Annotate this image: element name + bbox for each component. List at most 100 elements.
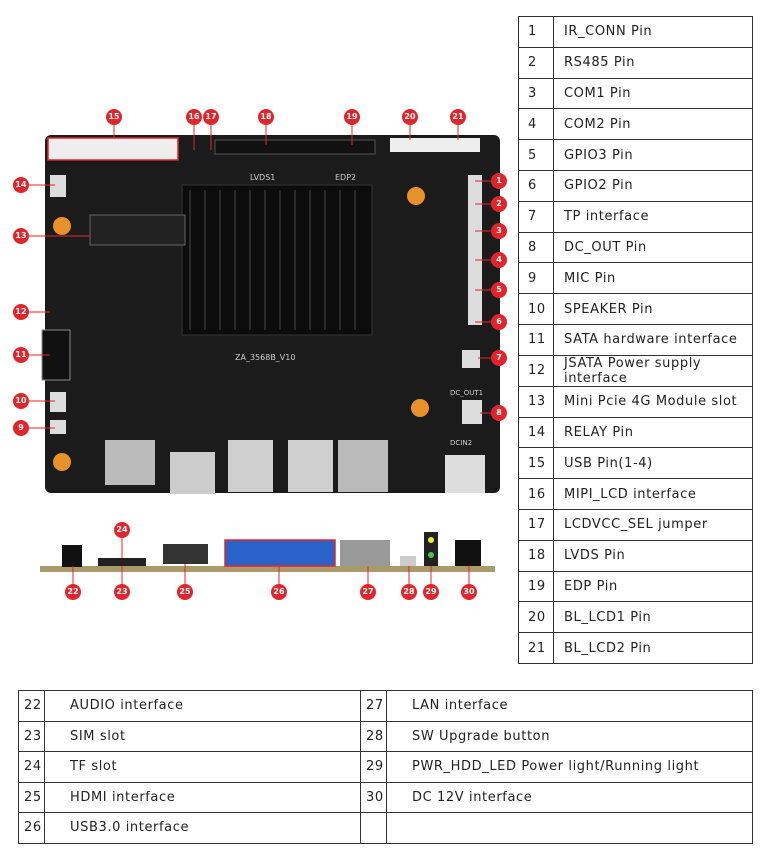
minipcie-slot <box>89 214 186 246</box>
legend-label: SIM slot <box>44 720 361 752</box>
legend-number: 24 <box>18 751 45 783</box>
legend-number: 26 <box>18 812 45 844</box>
callout-marker-2: 2 <box>491 196 507 212</box>
legend-number: 17 <box>518 508 554 541</box>
callout-marker-8: 8 <box>491 405 507 421</box>
legend-number: 28 <box>360 720 387 752</box>
callout-marker-29: 29 <box>423 584 439 600</box>
bl-lcd-connectors <box>390 138 480 152</box>
legend-number: 29 <box>360 751 387 783</box>
legend-number: 2 <box>518 46 554 79</box>
legend-label: SPEAKER Pin <box>553 293 753 325</box>
board-diagram: ZA_3568B_V10 LVDS1 EDP2 DC_OUT1 DCIN2 <box>29 125 500 584</box>
callout-marker-5: 5 <box>491 282 507 298</box>
legend-number: 9 <box>518 262 554 295</box>
callout-marker-16: 16 <box>186 109 202 125</box>
legend-number: 23 <box>18 720 45 752</box>
legend-number: 15 <box>518 447 554 480</box>
legend-label: JSATA Power supply interface <box>553 354 753 387</box>
usb3-port <box>228 440 273 492</box>
legend-number: 10 <box>518 293 554 325</box>
legend-label: MIC Pin <box>553 262 753 295</box>
legend-label: PWR_HDD_LED Power light/Running light <box>386 751 753 783</box>
hdmi-port <box>170 452 215 494</box>
usb-pin-header <box>47 137 179 161</box>
heatsink <box>181 184 373 336</box>
legend-number: 12 <box>518 354 554 387</box>
legend-number: 3 <box>518 77 554 110</box>
callout-marker-17: 17 <box>203 109 219 125</box>
callout-marker-26: 26 <box>271 584 287 600</box>
dc-jack <box>445 455 485 493</box>
legend-number: 30 <box>360 781 387 813</box>
legend-label: AUDIO interface <box>44 690 361 722</box>
callout-marker-10: 10 <box>13 393 29 409</box>
callout-marker-21: 21 <box>450 109 466 125</box>
legend-label: GPIO3 Pin <box>553 139 753 171</box>
lan-port <box>338 440 388 492</box>
silkscreen-edp: EDP2 <box>335 173 356 182</box>
callout-marker-19: 19 <box>344 109 360 125</box>
legend-number <box>360 812 387 844</box>
legend-number: 27 <box>360 690 387 722</box>
mount-hole <box>411 399 429 417</box>
legend-number: 14 <box>518 416 554 449</box>
legend-label: TF slot <box>44 751 361 783</box>
callout-marker-18: 18 <box>258 109 274 125</box>
callout-marker-3: 3 <box>491 223 507 239</box>
legend-label: RELAY Pin <box>553 416 753 449</box>
callout-marker-24: 24 <box>114 522 130 538</box>
silkscreen-model: ZA_3568B_V10 <box>235 353 295 362</box>
legend-number: 6 <box>518 169 554 202</box>
legend-number: 8 <box>518 231 554 264</box>
callout-marker-1: 1 <box>491 173 507 189</box>
silkscreen-lvds: LVDS1 <box>250 173 275 182</box>
legend-number: 25 <box>18 781 45 813</box>
legend-label: USB3.0 interface <box>44 812 361 844</box>
white-pin-headers <box>50 175 482 434</box>
legend-label: HDMI interface <box>44 781 361 813</box>
legend-number: 18 <box>518 539 554 572</box>
legend-label: TP interface <box>553 200 753 233</box>
legend-number: 11 <box>518 323 554 356</box>
mount-hole <box>407 187 425 205</box>
legend-label: BL_LCD2 Pin <box>553 632 753 664</box>
callout-marker-7: 7 <box>491 350 507 366</box>
mount-hole <box>53 453 71 471</box>
legend-label: LAN interface <box>386 690 753 722</box>
callout-marker-30: 30 <box>461 584 477 600</box>
legend-label: BL_LCD1 Pin <box>553 601 753 634</box>
callout-marker-28: 28 <box>401 584 417 600</box>
legend-number: 13 <box>518 385 554 418</box>
legend-label: USB Pin(1-4) <box>553 447 753 480</box>
legend-number: 19 <box>518 570 554 603</box>
legend-label: RS485 Pin <box>553 46 753 79</box>
usb3-port <box>288 440 333 492</box>
callout-marker-13: 13 <box>13 228 29 244</box>
side-view-pcb <box>40 566 495 572</box>
callout-marker-6: 6 <box>491 314 507 330</box>
legend-label <box>386 812 753 844</box>
side-usb <box>224 539 336 567</box>
legend-label: LCDVCC_SEL jumper <box>553 508 753 541</box>
legend-number: 5 <box>518 139 554 171</box>
callout-marker-20: 20 <box>402 109 418 125</box>
mount-hole <box>53 217 71 235</box>
